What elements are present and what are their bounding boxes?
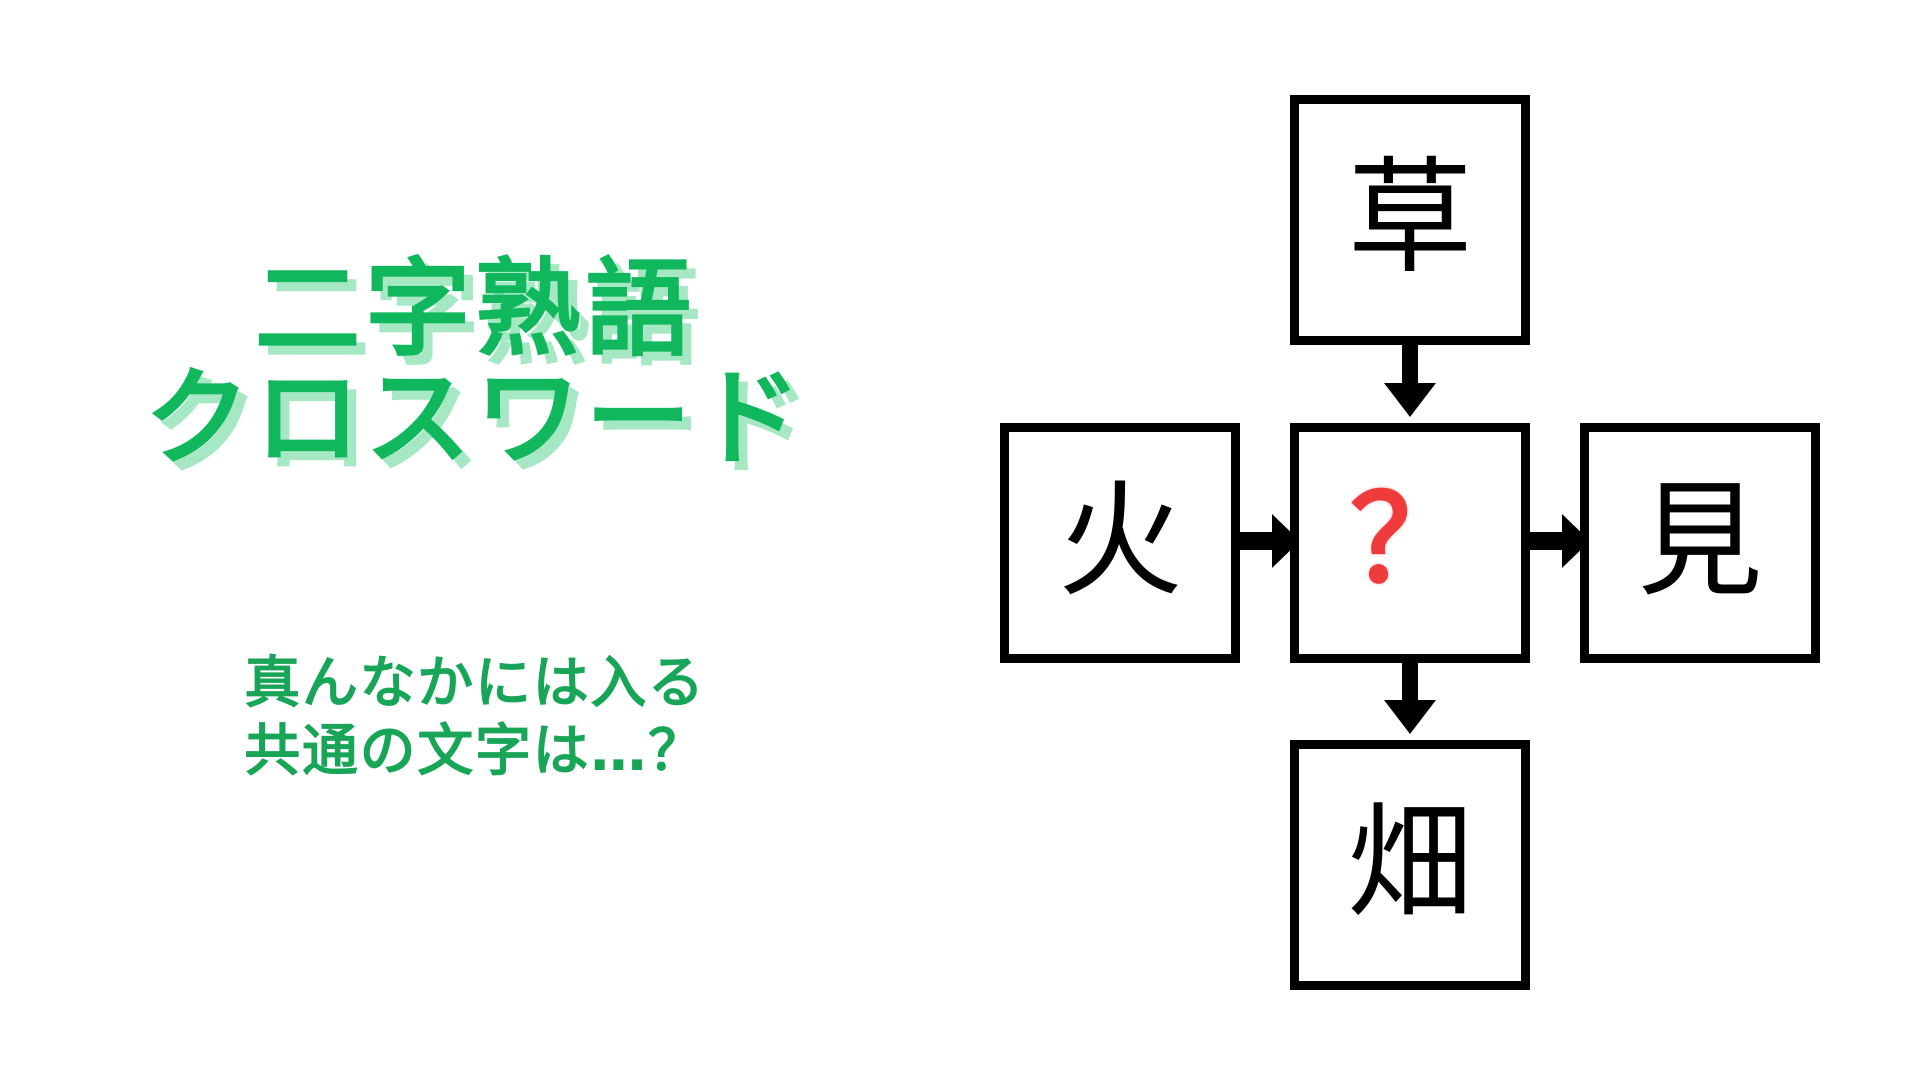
cell-bottom-kanji: 畑	[1347, 790, 1473, 936]
cell-right[interactable]: 見	[1580, 423, 1820, 663]
cell-right-kanji: 見	[1637, 468, 1763, 614]
title-panel: 二字熟語 クロスワード 真んなかには入る 共通の文字は…？	[0, 248, 950, 787]
arrow-down-icon-top	[1380, 345, 1440, 417]
cell-top-kanji: 草	[1347, 145, 1473, 291]
title-line-1: 二字熟語	[254, 248, 696, 371]
arrow-down-icon-center	[1380, 662, 1440, 734]
subtitle-line-1: 真んなかには入る	[244, 651, 706, 716]
cell-bottom[interactable]: 畑	[1290, 740, 1530, 990]
subtitle-line-2: 共通の文字は…？	[244, 719, 706, 785]
arrow-right-icon-center	[1528, 510, 1590, 572]
subtitle: 真んなかには入る 共通の文字は…？	[0, 650, 950, 787]
cell-center-answer[interactable]: ？	[1290, 423, 1530, 663]
cell-left-kanji: 火	[1057, 468, 1183, 614]
crossword-diagram: 草 火 ？ 見	[960, 0, 1920, 1080]
page-title: 二字熟語 クロスワード	[0, 248, 950, 481]
cell-top[interactable]: 草	[1290, 95, 1530, 345]
arrow-right-icon-left	[1238, 510, 1300, 572]
title-line-2: クロスワード	[144, 357, 806, 481]
cell-left[interactable]: 火	[1000, 423, 1240, 663]
answer-placeholder: ？	[1350, 471, 1470, 610]
